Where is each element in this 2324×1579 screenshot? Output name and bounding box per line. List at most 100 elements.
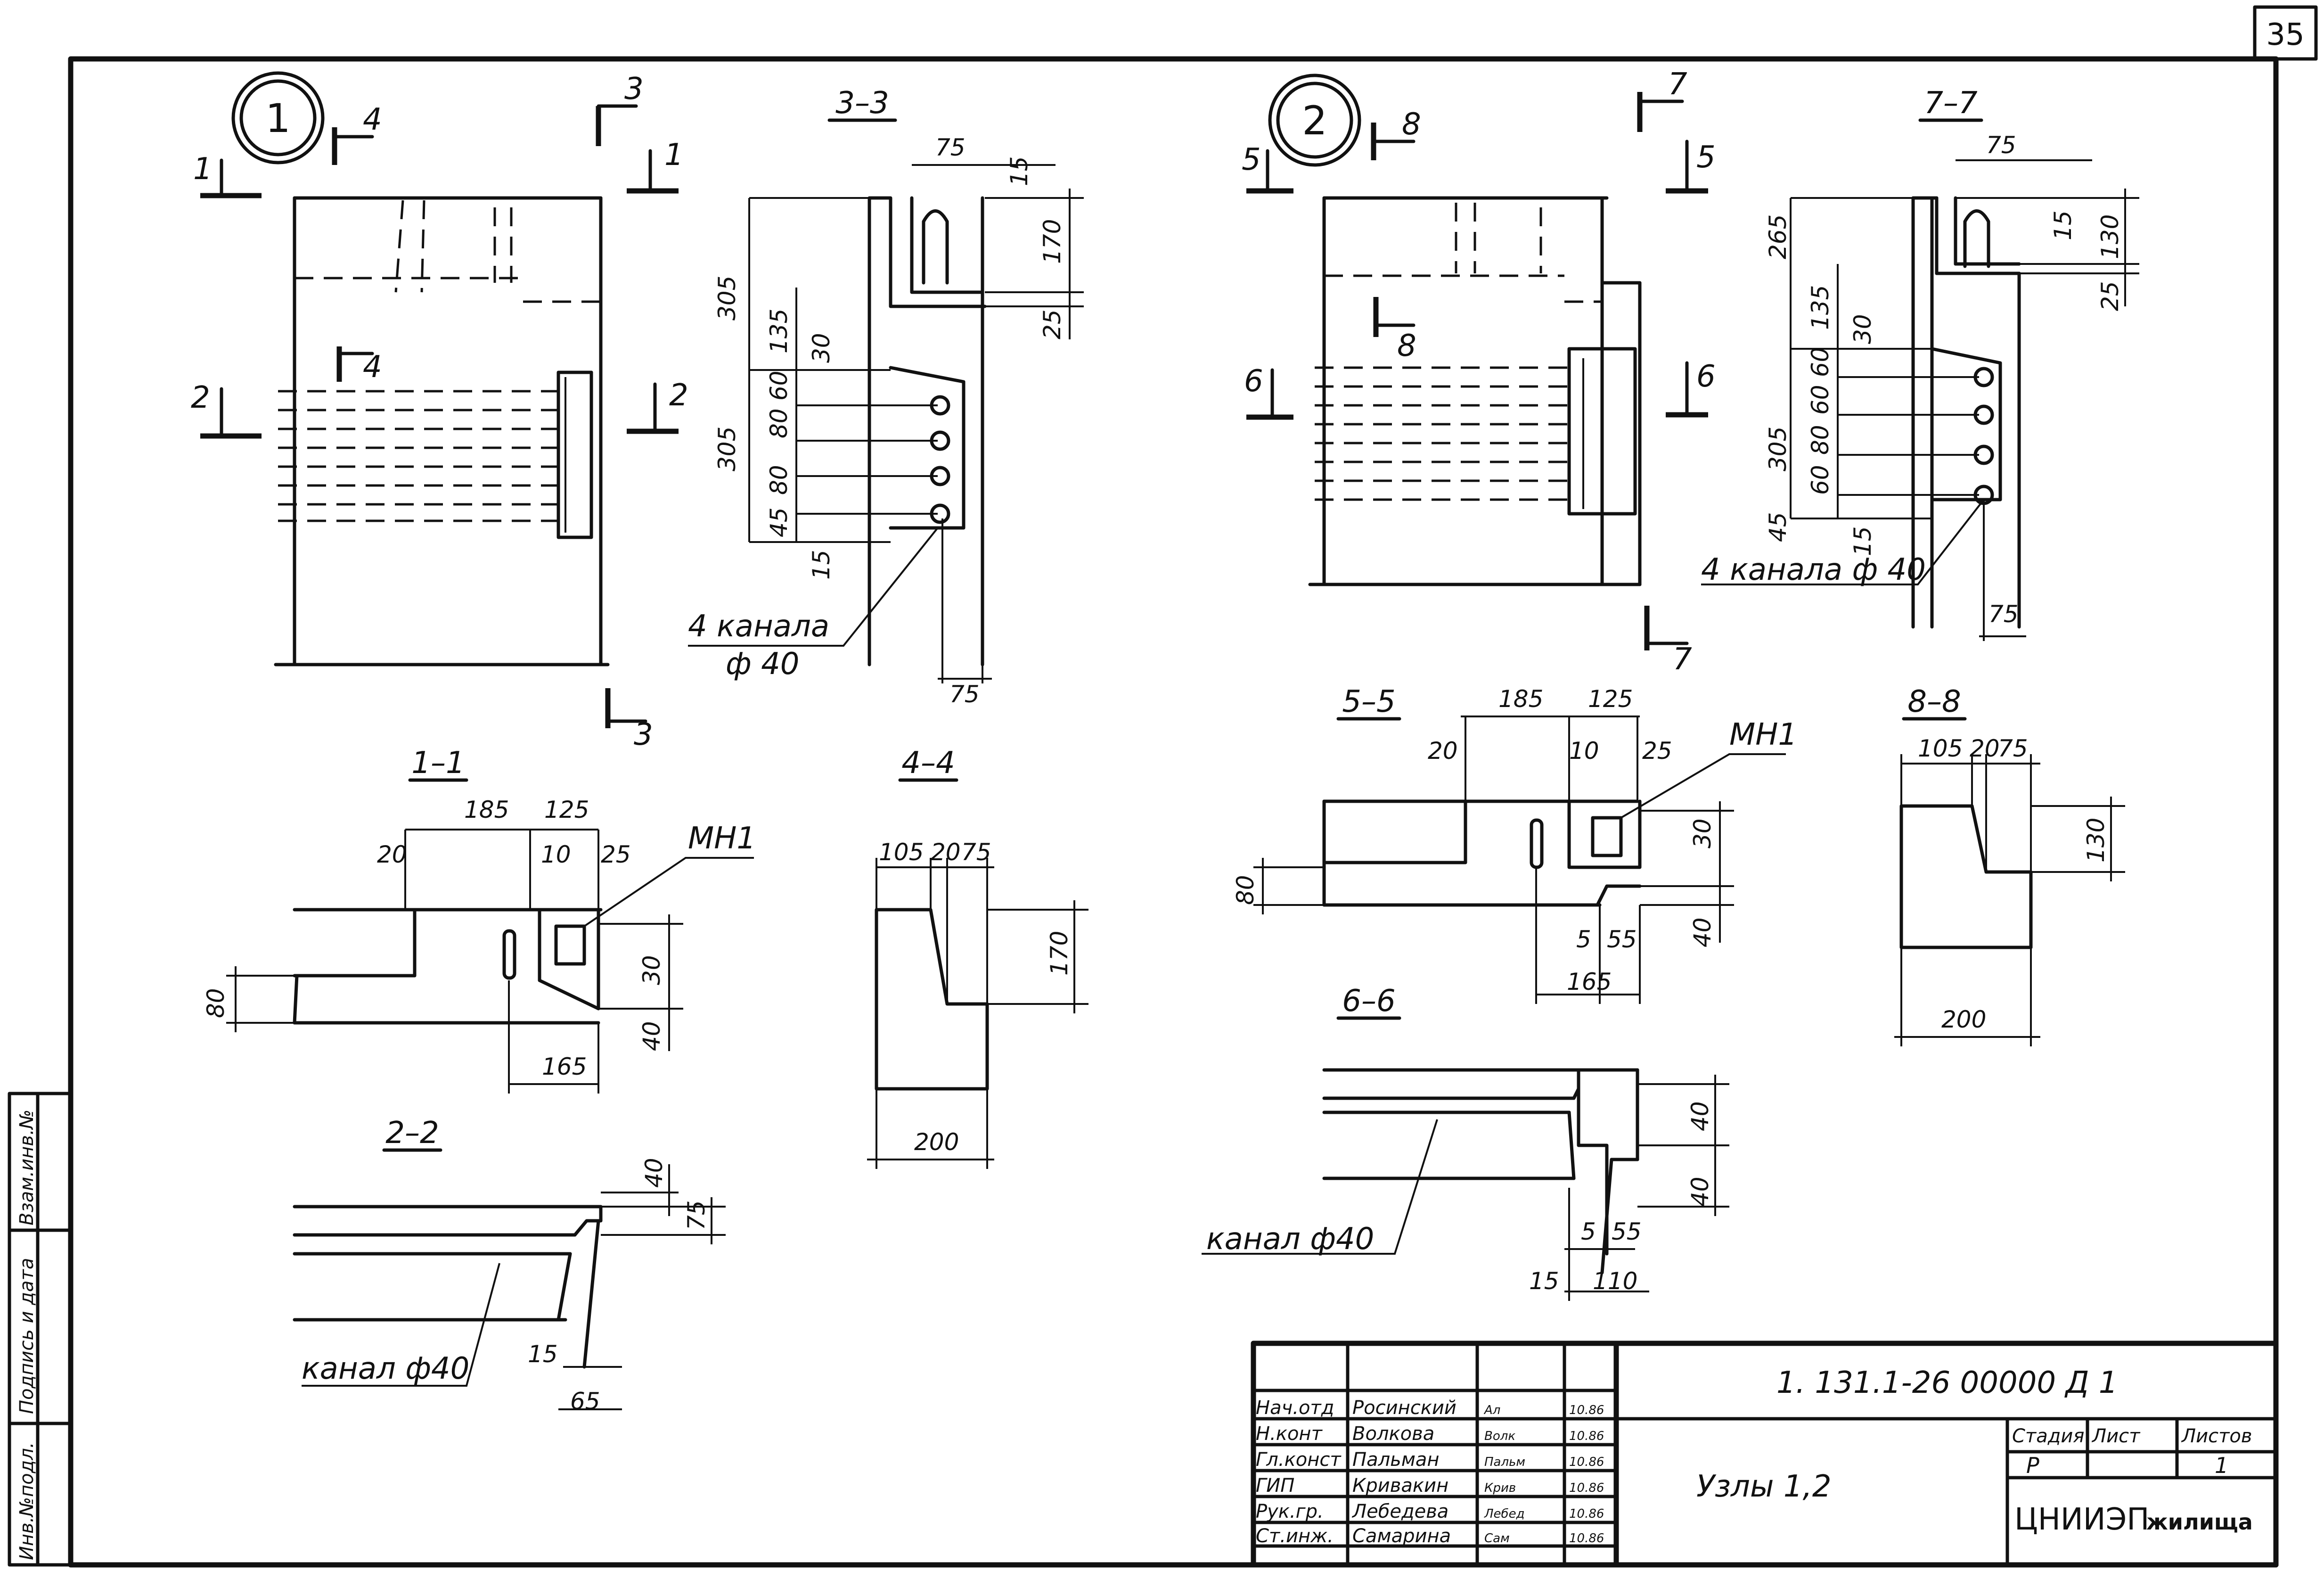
side-stamp-sign: Подпись и дата: [16, 1258, 38, 1414]
sig-name: Волкова: [1352, 1423, 1434, 1445]
sig-role: Рук.гр.: [1256, 1501, 1324, 1522]
dimension-label: 45: [1764, 512, 1792, 542]
sig-mark: Ал: [1483, 1403, 1500, 1417]
dimension-label: 6: [1696, 359, 1716, 394]
dimension-label: 25: [1039, 309, 1066, 339]
dimension-label: 125: [1588, 685, 1633, 713]
dimension-label: 2: [669, 378, 688, 413]
organization-sub: жилища: [2146, 1509, 2253, 1535]
sig-name: Пальман: [1352, 1449, 1440, 1471]
dimension-label: 25: [1642, 737, 1672, 765]
dimension-label: 30: [1849, 314, 1876, 344]
dimension-label: 7: [1668, 67, 1687, 102]
dimension-label: 15: [528, 1341, 558, 1368]
dimension-label: 110: [1593, 1267, 1637, 1295]
dimension-label: 130: [2082, 818, 2110, 863]
node-1-plan: [274, 196, 610, 666]
section-6-6-note: канал ф40: [1206, 1222, 1374, 1257]
sheets-header: Листов: [2181, 1425, 2252, 1447]
dimension-label: 15: [1006, 156, 1033, 186]
sig-mark: Лебед: [1484, 1507, 1525, 1521]
dimension-label: 2: [191, 380, 210, 415]
dimension-label: 25: [601, 841, 631, 868]
dimension-label: 1: [193, 152, 213, 187]
dimension-label: 165: [1567, 968, 1612, 995]
dimension-label: 55: [1607, 926, 1637, 953]
sig-date: 10.86: [1569, 1429, 1604, 1443]
dimension-label: 80: [765, 465, 793, 495]
side-stamp-replace: Взам.инв.№: [16, 1110, 38, 1225]
dimension-label: 75: [1988, 600, 2019, 628]
sig-role: Нач.отд: [1256, 1397, 1334, 1419]
dimension-label: 65: [570, 1388, 600, 1415]
dimension-label: 80: [1232, 875, 1259, 905]
sig-date: 10.86: [1569, 1507, 1604, 1521]
dimension-label: 265: [1764, 214, 1792, 259]
sig-mark: Крив: [1484, 1481, 1516, 1495]
section-3-3-note-2: ф 40: [726, 647, 800, 682]
sig-role: Гл.конст: [1256, 1449, 1342, 1471]
node-2-plan: [1308, 196, 1642, 586]
dimension-label: 305: [713, 427, 741, 471]
dimension-label: 75: [935, 134, 966, 161]
sig-name: Росинский: [1352, 1397, 1457, 1419]
section-1-1-title: 1–1: [411, 746, 465, 781]
dimension-label: 20: [1970, 735, 2000, 762]
stage-value: Р: [2026, 1453, 2039, 1478]
dimension-label: 8: [1397, 329, 1416, 363]
dimension-label: 185: [1498, 685, 1543, 713]
dimension-label: 200: [1941, 1006, 1986, 1033]
section-1-1-label: МН1: [688, 821, 756, 856]
dimension-label: 25: [2096, 281, 2124, 311]
organization-main: ЦНИИЭП: [2014, 1502, 2149, 1537]
section-3-3-title: 3–3: [835, 86, 889, 121]
sig-date: 10.86: [1569, 1481, 1604, 1495]
dimension-label: 170: [1039, 219, 1066, 264]
dimension-label: 5: [1581, 1218, 1596, 1245]
section-2-2-note: канал ф40: [302, 1351, 469, 1386]
dimension-label: 10: [541, 841, 571, 868]
sig-role: Н.конт: [1256, 1423, 1323, 1445]
sig-role: Ст.инж.: [1256, 1525, 1334, 1547]
dimension-label: 60: [1807, 347, 1834, 377]
dimension-label: 55: [1612, 1218, 1642, 1245]
dimension-label: 60: [1807, 385, 1834, 415]
dimension-label: 125: [544, 796, 589, 823]
dimension-label: 20: [377, 841, 407, 868]
drawing-frame: 35: [68, 5, 2318, 1568]
sig-mark: Сам: [1484, 1531, 1510, 1546]
dimension-label: 15: [2049, 210, 2077, 240]
dimension-label: 135: [765, 309, 793, 354]
dimension-label: 5: [1696, 140, 1716, 175]
dimension-label: 305: [1764, 427, 1792, 471]
section-6-6: 6–6 40 40 5 55 15 110 кан: [1202, 984, 1729, 1301]
section-2-2: 2–2 40 75 15 65 канал ф40: [293, 1116, 726, 1415]
sig-mark: Волк: [1484, 1429, 1515, 1443]
dimension-label: 105: [879, 839, 924, 866]
section-8-8: 8–8 105 20 75 130 200: [1894, 684, 2125, 1046]
dimension-label: 20: [931, 839, 961, 866]
dimension-label: 1: [664, 138, 684, 173]
dimension-label: 185: [464, 796, 509, 823]
dimension-label: 305: [713, 276, 741, 321]
dimension-label: 60: [1807, 465, 1834, 495]
dimension-label: 30: [1689, 818, 1716, 848]
section-5-5: 5–5 185 125: [1232, 684, 1797, 1004]
section-1-1: 1–1 185 125 20 10: [202, 746, 756, 1094]
section-2-2-title: 2–2: [385, 1116, 439, 1151]
sig-mark: Пальм: [1484, 1455, 1525, 1469]
node-1-number: 1: [265, 95, 290, 141]
cut-marks-node-1: 1 1 2 2 3 3 4 4: [191, 72, 688, 752]
drawing-title: Узлы 1,2: [1696, 1469, 1832, 1504]
dimension-label: 45: [765, 507, 793, 537]
page-number: 35: [2266, 17, 2304, 52]
dimension-label: 75: [949, 681, 980, 708]
dimension-label: 4: [363, 102, 382, 137]
dimension-label: 5: [1576, 926, 1591, 953]
sig-date: 10.86: [1569, 1403, 1604, 1417]
sig-date: 10.86: [1569, 1455, 1604, 1469]
dimension-label: 80: [765, 408, 793, 438]
sig-name: Кривакин: [1352, 1475, 1448, 1497]
sig-name: Лебедева: [1351, 1501, 1448, 1522]
